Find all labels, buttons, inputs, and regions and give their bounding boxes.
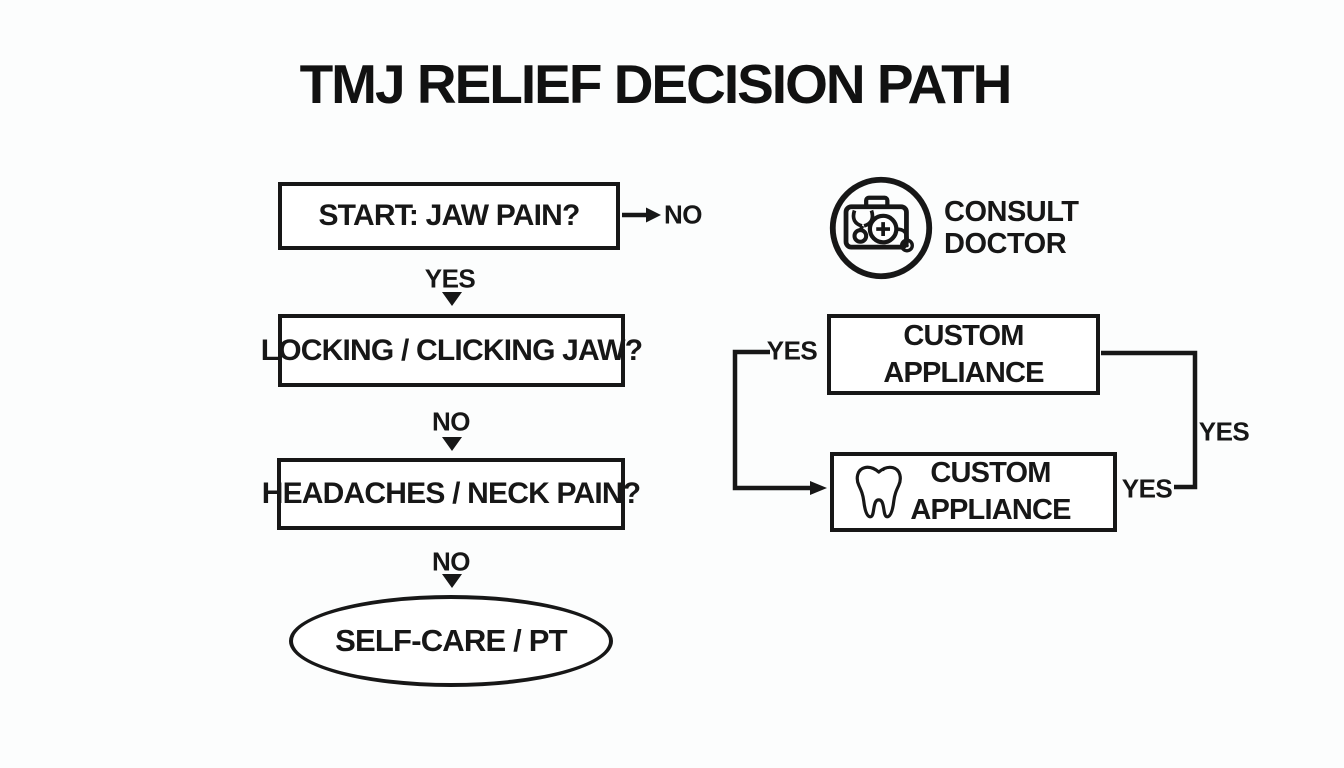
headaches-node: HEADACHES / NECK PAIN? (262, 458, 641, 530)
medical-bag-icon (828, 175, 934, 281)
locking-node-label: LOCKING / CLICKING JAW? (260, 333, 643, 367)
edge-label-no-locking: NO (432, 406, 471, 437)
appliance-bottom-content: CUSTOM APPLIANCE (834, 456, 1113, 528)
edge-label-no-start: NO (664, 199, 703, 230)
edge-line-left-yes (732, 349, 810, 491)
appliance-top-node: CUSTOM APPLIANCE (827, 314, 1100, 395)
arrowhead-left-yes (810, 481, 827, 495)
edge-label-yes-left: YES (766, 335, 818, 366)
consult-doctor-node: CONSULT DOCTOR (828, 175, 1079, 281)
tooth-icon (850, 461, 904, 523)
edge-label-yes-right-outer: YES (1198, 416, 1250, 447)
headaches-node-label: HEADACHES / NECK PAIN? (261, 477, 641, 510)
locking-node: LOCKING / CLICKING JAW? (261, 314, 643, 387)
edge-label-yes-right-inner: YES (1121, 473, 1173, 504)
consult-doctor-label-line2: DOCTOR (944, 228, 1067, 260)
start-node: START: JAW PAIN? (278, 182, 620, 250)
appliance-bottom-node-label: CUSTOM APPLIANCE (910, 455, 1071, 529)
consult-doctor-label-line1: CONSULT (944, 196, 1079, 228)
appliance-top-line1: CUSTOM (903, 319, 1024, 352)
appliance-top-line2: APPLIANCE (883, 356, 1044, 389)
page-title: TMJ RELIEF DECISION PATH (299, 53, 1013, 115)
appliance-bottom-node: CUSTOM APPLIANCE (830, 452, 1117, 532)
appliance-bottom-line1: CUSTOM (930, 457, 1051, 489)
edge-label-no-headaches: NO (432, 546, 471, 577)
appliance-bottom-line2: APPLIANCE (910, 494, 1071, 526)
arrowhead-start-no (646, 207, 661, 223)
appliance-top-node-label: CUSTOM APPLIANCE (883, 318, 1044, 392)
arrowhead-locking-no (442, 437, 462, 451)
selfcare-node: SELF-CARE / PT (289, 595, 613, 687)
selfcare-node-label: SELF-CARE / PT (335, 623, 567, 658)
consult-doctor-label: CONSULT DOCTOR (944, 196, 1079, 260)
start-node-label: START: JAW PAIN? (318, 199, 580, 232)
edge-label-yes-start: YES (424, 263, 476, 294)
